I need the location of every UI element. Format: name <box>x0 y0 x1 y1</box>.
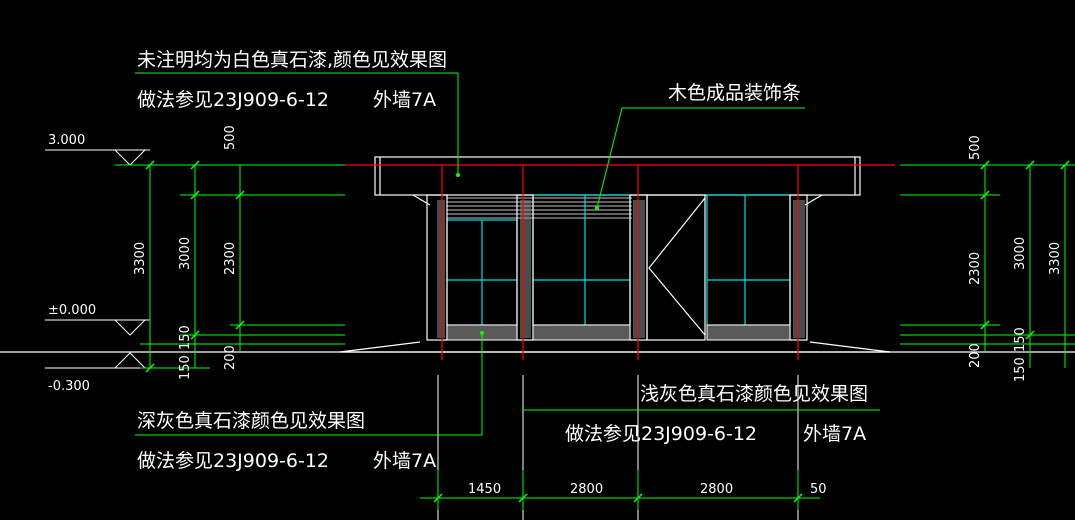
dim-right-below: 150 <box>1013 357 1028 382</box>
note-wood-strip: 木色成品装饰条 <box>668 82 801 104</box>
dim-bottom-1: 1450 <box>468 482 501 497</box>
plinth-panels <box>446 324 791 341</box>
elevation-ground-label: ±0.000 <box>48 303 96 318</box>
dim-left-overall: 3300 <box>133 242 148 275</box>
columns <box>426 194 808 341</box>
dim-bottom-2: 2800 <box>570 482 603 497</box>
dim-right-base: 150 <box>1013 327 1028 352</box>
left-dimension-ticks <box>145 160 245 373</box>
note-top-wall: 外墙7A <box>373 89 436 111</box>
note-dark-wall: 外墙7A <box>373 450 436 472</box>
leader-dots <box>456 173 599 335</box>
dim-left-opening: 2300 <box>223 242 238 275</box>
note-dark-material: 深灰色真石漆颜色见效果图 <box>137 410 365 432</box>
dim-bottom-4: 50 <box>810 482 827 497</box>
leader-lines <box>135 72 880 436</box>
elevation-top-label: 3.000 <box>48 133 85 148</box>
bottom-dimension-ticks <box>433 493 803 503</box>
dim-right-parapet: 500 <box>968 135 983 160</box>
note-dark-ref: 做法参见23J909-6-12 <box>137 450 329 472</box>
right-dimension-ticks <box>980 160 1070 340</box>
elevation-bottom-label: -0.300 <box>48 379 90 394</box>
dim-bottom-3: 2800 <box>700 482 733 497</box>
dim-left-parapet: 500 <box>223 125 238 150</box>
note-top-ref: 做法参见23J909-6-12 <box>137 89 329 111</box>
door-panel <box>646 194 706 341</box>
dim-left-base: 150 <box>178 325 193 350</box>
dim-left-plinth: 200 <box>223 345 238 370</box>
note-top-material: 未注明均为白色真石漆,颜色见效果图 <box>137 49 447 71</box>
dim-right-plinth: 200 <box>968 343 983 368</box>
dim-left-height: 3000 <box>178 237 193 270</box>
window-glazing <box>446 194 791 326</box>
note-light-material: 浅灰色真石漆颜色见效果图 <box>640 383 868 405</box>
bottom-dimension-line <box>420 470 820 510</box>
dim-right-opening: 2300 <box>968 252 983 285</box>
wood-decorative-strips <box>447 197 632 219</box>
note-light-ref: 做法参见23J909-6-12 <box>565 423 757 445</box>
dim-right-overall: 3300 <box>1048 242 1063 275</box>
dim-right-height: 3000 <box>1013 237 1028 270</box>
axis-lines-vertical <box>441 165 799 360</box>
note-light-wall: 外墙7A <box>803 423 866 445</box>
dim-left-below: 150 <box>178 355 193 380</box>
column-texture <box>437 200 805 338</box>
